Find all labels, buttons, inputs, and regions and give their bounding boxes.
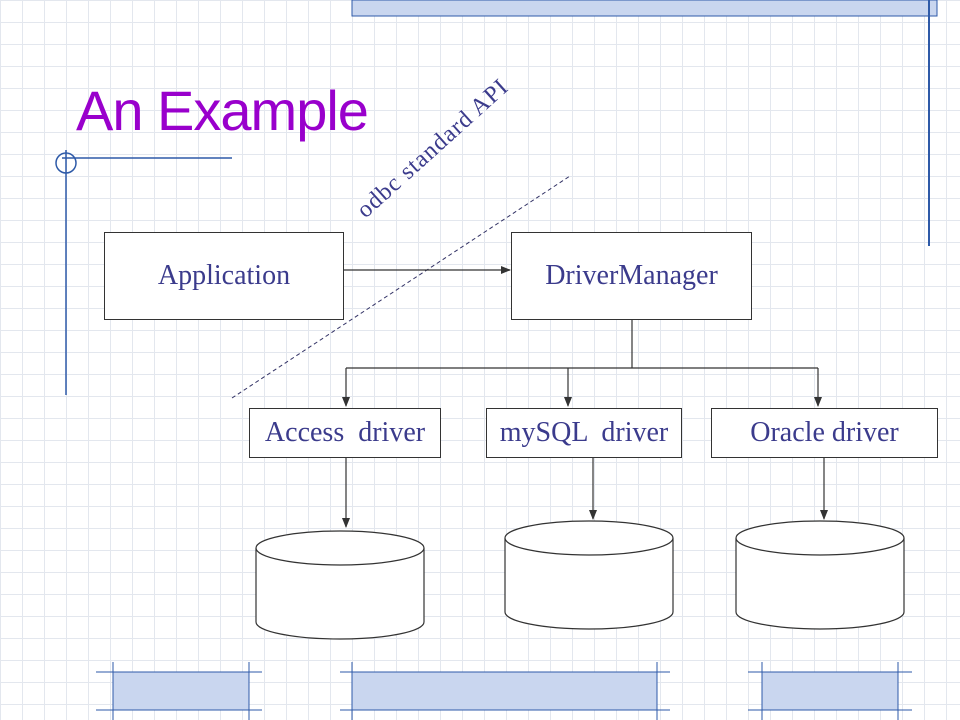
oracle-database-cylinder [735,520,905,630]
top-band [351,0,938,17]
driver-manager-box: DriverManager [511,232,752,320]
mysql-driver-box: mySQL driver [486,408,682,458]
access-driver-label: Access driver [264,417,426,448]
api-boundary-dashed-line [231,175,571,399]
mysql-driver-label: mySQL driver [499,417,669,448]
driver-manager-label: DriverManager [545,260,718,291]
oracle-driver-label: Oracle driver [750,417,899,448]
mysql-database-cylinder [504,520,674,630]
right-accent-line [928,0,930,246]
application-label: Application [157,260,291,291]
access-driver-box: Access driver [249,408,441,458]
access-database-cylinder [255,530,425,640]
slide-title: An Example [76,79,369,142]
title-circle-ornament [55,152,77,174]
application-box: Application [104,232,344,320]
oracle-driver-box: Oracle driver [711,408,938,458]
